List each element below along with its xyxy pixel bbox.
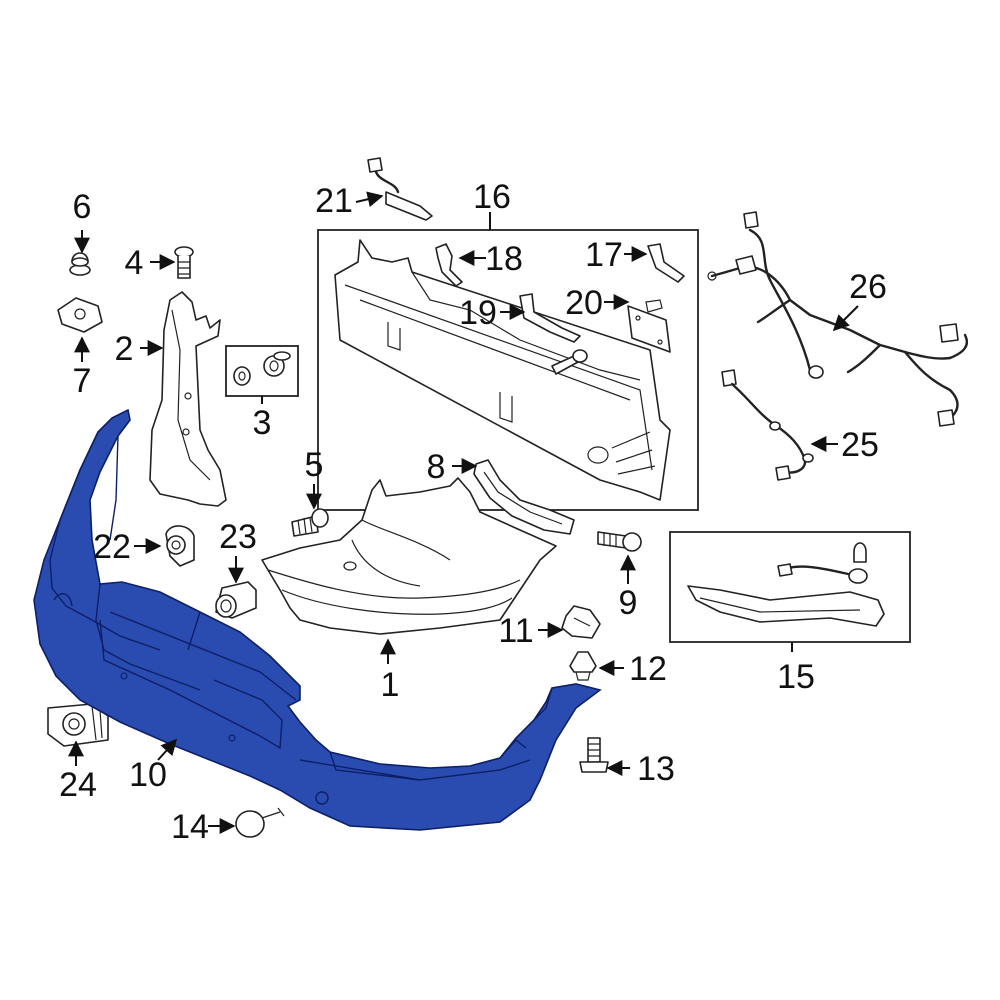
lower-bumper-cover-10 xyxy=(33,408,602,831)
reflector-lamp-15 xyxy=(687,542,885,627)
grommets-3 xyxy=(233,351,291,386)
push-clip-6 xyxy=(69,252,91,276)
bumper-cover-1 xyxy=(261,477,557,635)
callout-10: 10 xyxy=(129,756,167,794)
callout-12: 12 xyxy=(629,650,667,688)
bolt-9 xyxy=(597,531,642,552)
callout-19: 19 xyxy=(459,294,497,332)
bracket-19 xyxy=(519,293,581,343)
callout-2: 2 xyxy=(115,330,134,368)
group-box-15 xyxy=(669,531,911,643)
parking-sensor-22 xyxy=(165,525,195,567)
bolt-13 xyxy=(579,737,609,773)
callout-23: 23 xyxy=(219,518,257,556)
bolt-5 xyxy=(291,508,329,537)
callout-3: 3 xyxy=(253,404,272,442)
callout-9: 9 xyxy=(619,584,638,622)
callout-17: 17 xyxy=(585,236,623,274)
callout-11: 11 xyxy=(498,612,533,650)
callout-labels: 6 7 4 2 3 5 8 9 11 12 13 14 1 10 22 23 2… xyxy=(59,178,887,846)
callout-1: 1 xyxy=(381,666,400,704)
callout-7: 7 xyxy=(73,362,92,400)
callout-21: 21 xyxy=(315,182,353,220)
callout-18: 18 xyxy=(485,240,523,278)
wiring-harness-26 xyxy=(707,211,969,427)
clip-11 xyxy=(561,605,601,639)
rivet-12 xyxy=(569,651,597,681)
callout-20: 20 xyxy=(565,284,603,322)
callout-15: 15 xyxy=(777,658,815,696)
plate-20 xyxy=(627,299,671,353)
callout-24: 24 xyxy=(59,766,97,804)
bolt-in-box xyxy=(551,349,588,375)
callout-14: 14 xyxy=(171,808,209,846)
bracket-17 xyxy=(647,243,685,283)
bracket-8 xyxy=(473,459,575,535)
bumper-reinforcement-beam xyxy=(334,239,671,501)
nut-clip-7 xyxy=(57,297,103,333)
parking-sensor-23 xyxy=(215,581,257,619)
bracket-18 xyxy=(435,243,463,287)
callout-16: 16 xyxy=(473,178,511,216)
leader-lines xyxy=(68,191,859,834)
callout-6: 6 xyxy=(73,188,92,226)
callout-8: 8 xyxy=(427,448,446,486)
sensor-21 xyxy=(367,157,433,221)
callout-5: 5 xyxy=(305,446,324,484)
sensor-bracket-24 xyxy=(47,703,109,747)
callout-26: 26 xyxy=(849,268,887,306)
side-bracket-2 xyxy=(149,291,227,507)
callout-4: 4 xyxy=(125,244,144,282)
callout-22: 22 xyxy=(93,528,131,566)
bolt-4 xyxy=(174,246,194,279)
callout-25: 25 xyxy=(841,426,879,464)
wiring-harness-25 xyxy=(721,369,814,481)
plug-14 xyxy=(235,807,285,838)
callout-13: 13 xyxy=(637,750,675,788)
